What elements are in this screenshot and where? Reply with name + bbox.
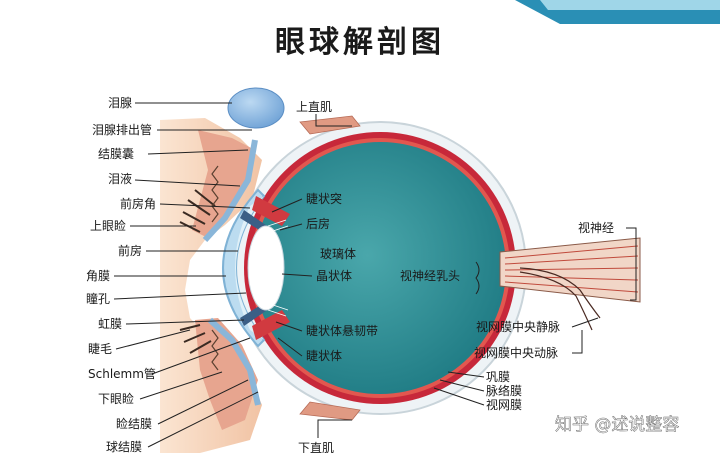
label-vitreous: 玻璃体 bbox=[320, 247, 356, 261]
vitreous-shape bbox=[254, 142, 506, 394]
page-title: 眼球解剖图 bbox=[275, 25, 445, 60]
label-lacrimal-duct: 泪腺排出管 bbox=[92, 122, 152, 137]
inferior-rectus-shape bbox=[299, 401, 361, 421]
lower-lid-conjunctiva bbox=[207, 317, 261, 406]
right-labels: 视神经 视神经乳头 视网膜中央静脉 视网膜中央动脉 巩膜 脉络膜 视网膜 bbox=[400, 220, 637, 412]
label-ciliary-process: 睫状突 bbox=[306, 191, 342, 206]
label-lacrimal-gland: 泪腺 bbox=[108, 96, 132, 110]
lacrimal-gland-shape bbox=[227, 87, 285, 129]
label-conjunctival-sac: 结膜囊 bbox=[98, 146, 134, 161]
label-iris: 虹膜 bbox=[98, 317, 122, 331]
label-anterior-chamber-angle: 前房角 bbox=[120, 196, 156, 211]
ciliary-body-upper-shape bbox=[252, 196, 290, 226]
lower-eyelash bbox=[179, 324, 212, 354]
zonule-lines bbox=[267, 219, 289, 317]
label-choroid: 脉络膜 bbox=[486, 383, 522, 398]
label-central-retinal-vein: 视网膜中央静脉 bbox=[476, 319, 560, 334]
label-optic-nerve: 视神经 bbox=[578, 220, 614, 235]
label-bulbar-conjunctiva: 球结膜 bbox=[106, 440, 142, 453]
ciliary-body-lower-shape bbox=[252, 310, 290, 340]
label-sclera: 巩膜 bbox=[486, 370, 510, 384]
label-lower-eyelid: 下眼睑 bbox=[98, 392, 134, 406]
label-retina: 视网膜 bbox=[486, 397, 522, 412]
anterior-chamber-shape bbox=[235, 196, 264, 340]
label-inferior-rectus: 下直肌 bbox=[298, 441, 334, 453]
label-palpebral-conjunctiva: 睑结膜 bbox=[116, 417, 152, 431]
label-eyelash: 睫毛 bbox=[88, 342, 112, 356]
label-lens: 晶状体 bbox=[316, 269, 352, 283]
superior-rectus-shape bbox=[299, 115, 361, 135]
optic-nerve-shape bbox=[499, 237, 641, 303]
label-posterior-chamber: 后房 bbox=[306, 216, 330, 231]
label-cornea: 角膜 bbox=[86, 269, 110, 283]
label-optic-disc: 视神经乳头 bbox=[400, 268, 460, 283]
header-decoration bbox=[515, 0, 720, 24]
label-ciliary-body: 睫状体 bbox=[306, 349, 342, 363]
upper-lid-conjunctiva bbox=[202, 139, 258, 243]
tarsal-gland-upper bbox=[211, 165, 219, 223]
label-pupil: 瞳孔 bbox=[86, 291, 110, 306]
label-schlemm-canal: Schlemm管 bbox=[88, 366, 156, 381]
label-tears: 泪液 bbox=[108, 171, 132, 186]
lower-lid-tissue bbox=[195, 318, 258, 430]
optic-nerve-fibers bbox=[504, 245, 639, 293]
tarsal-gland-lower bbox=[211, 329, 219, 371]
label-superior-rectus: 上直肌 bbox=[296, 100, 332, 114]
lens-shape bbox=[247, 225, 285, 311]
upper-eyelash bbox=[179, 189, 216, 233]
optic-nerve-vessels bbox=[519, 267, 601, 331]
label-central-retinal-artery: 视网膜中央动脉 bbox=[474, 345, 558, 360]
label-upper-eyelid: 上眼睑 bbox=[90, 219, 126, 233]
upper-lid-tissue bbox=[192, 130, 255, 238]
eye-labels: 上直肌 睫状突 后房 玻璃体 晶状体 睫状体悬韧带 睫状体 下直肌 bbox=[271, 100, 378, 453]
label-anterior-chamber: 前房 bbox=[118, 243, 142, 258]
label-zonule: 睫状体悬韧带 bbox=[306, 324, 378, 338]
watermark: 知乎 @述说整容 bbox=[555, 415, 679, 435]
left-labels: 泪腺 泪腺排出管 结膜囊 泪液 前房角 上眼睑 前房 角膜 瞳孔 虹膜 睫毛 S… bbox=[86, 96, 259, 453]
